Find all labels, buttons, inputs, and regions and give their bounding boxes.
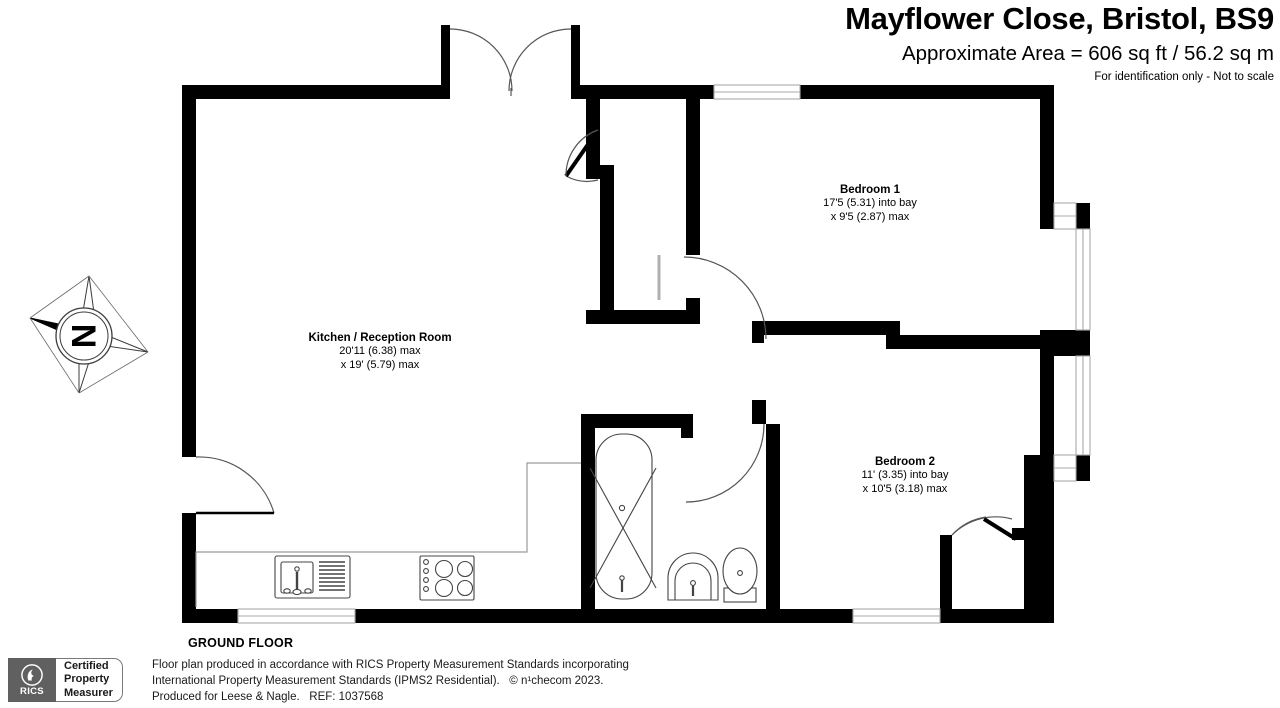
door-arc-bathroom [685,423,765,503]
hob-burner-br [456,579,474,597]
disclaimer-text: Floor plan produced in accordance with R… [152,658,629,705]
approximate-area: Approximate Area = 606 sq ft / 56.2 sq m [901,41,1274,65]
wall-bath-top-jamb [681,414,693,438]
door-group [195,28,1018,541]
disclaimer-line-2: International Property Measurement Stand… [152,674,604,687]
room-label-kitchen: Kitchen / Reception Room 20'11 (6.38) ma… [250,331,510,373]
hob-burner-bl [434,578,454,598]
wall-bay2-top [1040,330,1090,356]
wall-bed1-south-a [752,321,900,335]
hob-knob-4 [423,586,429,592]
identification-notice: For identification only - Not to scale [1094,71,1274,84]
door-arc-french-right [508,28,572,92]
bath-tap-hole [619,575,625,581]
compass-rose: N [29,275,149,394]
hob-knob-3 [423,577,429,583]
wall-top-left [182,85,445,99]
kitchen-fixtures [195,462,581,607]
room-dim2-bedroom1: x 9'5 (2.87) max [830,210,910,223]
wall-bed1-south-jamb [752,321,764,343]
door-arc-bedroom1 [683,256,767,340]
wall-bath-right [766,424,780,609]
rics-cert-line2: Property [64,673,110,686]
wall-top-right [800,85,1054,99]
room-dim1-bedroom1: 17'5 (5.31) into bay [823,197,917,210]
rics-cert-line1: Certified [64,660,109,673]
room-name-bedroom1: Bedroom 1 [839,184,901,196]
wall-closet-right-b [686,298,700,324]
door-arc-hall-entry-b [565,129,599,177]
sink-drain [292,588,302,596]
wall-right-upper [1040,85,1054,215]
wall-right-lower [1024,455,1054,623]
sink-drainer-grooves [319,561,345,591]
wall-hall-vert-lower [600,171,614,321]
french-door-jamb-left [441,25,450,99]
wall-bed1-south-b [886,335,1040,349]
bath-overflow [618,504,626,512]
bath-tub [595,433,653,600]
compass-dial-inner [59,311,109,361]
room-name-bedroom2: Bedroom 2 [874,456,936,468]
door-arc-french-left [449,28,513,92]
room-name-kitchen: Kitchen / Reception Room [308,332,452,344]
hob-burner-tr [456,560,474,578]
wall-bottom-right [940,609,1054,623]
sink-handle-left [283,588,291,594]
sink-tap-hole [294,566,300,572]
rics-certified-box: Certified Property Measurer [56,658,123,702]
wall-bath-left [581,424,595,609]
window-group [237,84,1091,624]
wall-group [182,25,1090,623]
door-leaf-bedroom2 [982,517,1018,541]
wall-bed1-left [686,99,700,227]
hob-knob-2 [423,568,429,574]
disclaimer-line-1: Floor plan produced in accordance with R… [152,659,629,671]
wall-closet-bottom [586,310,700,324]
wall-bottom-left [182,609,238,623]
wall-bed2-left [940,535,952,611]
door-leaf-hall-entry [564,128,600,178]
page-title: Mayflower Close, Bristol, BS9 [845,1,1274,36]
door-arc-entry-left [195,456,275,514]
room-dim1-kitchen: 20'11 (6.38) max [339,345,421,358]
door-arc-bedroom2-b [951,516,987,536]
room-dim2-kitchen: x 19' (5.79) max [340,358,420,371]
rics-cert-line3: Measurer [64,686,113,699]
rics-wordmark: RICS [20,685,44,697]
wall-closet-right [686,227,700,255]
bathroom-fixtures [589,433,758,603]
hob-knob-1 [423,559,429,565]
room-dim2-bedroom2: x 10'5 (3.18) max [862,482,948,495]
wall-left-lower [182,513,196,623]
room-dim1-bedroom2: 11' (3.35) into bay [861,469,949,482]
floor-caption: GROUND FLOOR [188,636,294,650]
wall-right-mid [1040,330,1054,460]
wall-bath-top [581,414,693,428]
toilet-flush [737,570,743,576]
wall-left-upper [182,85,196,435]
compass-north-label: N [64,324,102,349]
room-label-bedroom2: Bedroom 2 11' (3.35) into bay x 10'5 (3.… [775,455,1035,497]
kitchen-worktop [195,462,581,607]
french-door-jamb-right [571,25,580,99]
room-label-bedroom1: Bedroom 1 17'5 (5.31) into bay x 9'5 (2.… [740,183,1000,225]
rics-logo-mark: RICS [8,658,56,702]
wall-top-middle [571,85,714,99]
sink-handle-right [304,588,312,594]
wall-hall-bath-vert [752,400,766,424]
basin-tap-hole [690,580,696,586]
rics-badge: RICS Certified Property Measurer [8,658,123,702]
plan-header: Mayflower Close, Bristol, BS9 Approximat… [845,1,1274,85]
hob-burner-tl [434,559,454,579]
disclaimer-line-3: Produced for Leese & Nagle. REF: 1037568 [152,690,384,703]
wall-bottom-mid [355,609,853,623]
plan-footer: RICS Certified Property Measurer Floor p… [0,656,1280,708]
rics-emblem-icon [21,663,43,686]
wall-left-door-jamb-top [182,435,196,457]
bath-shower-cross-b [589,467,657,589]
